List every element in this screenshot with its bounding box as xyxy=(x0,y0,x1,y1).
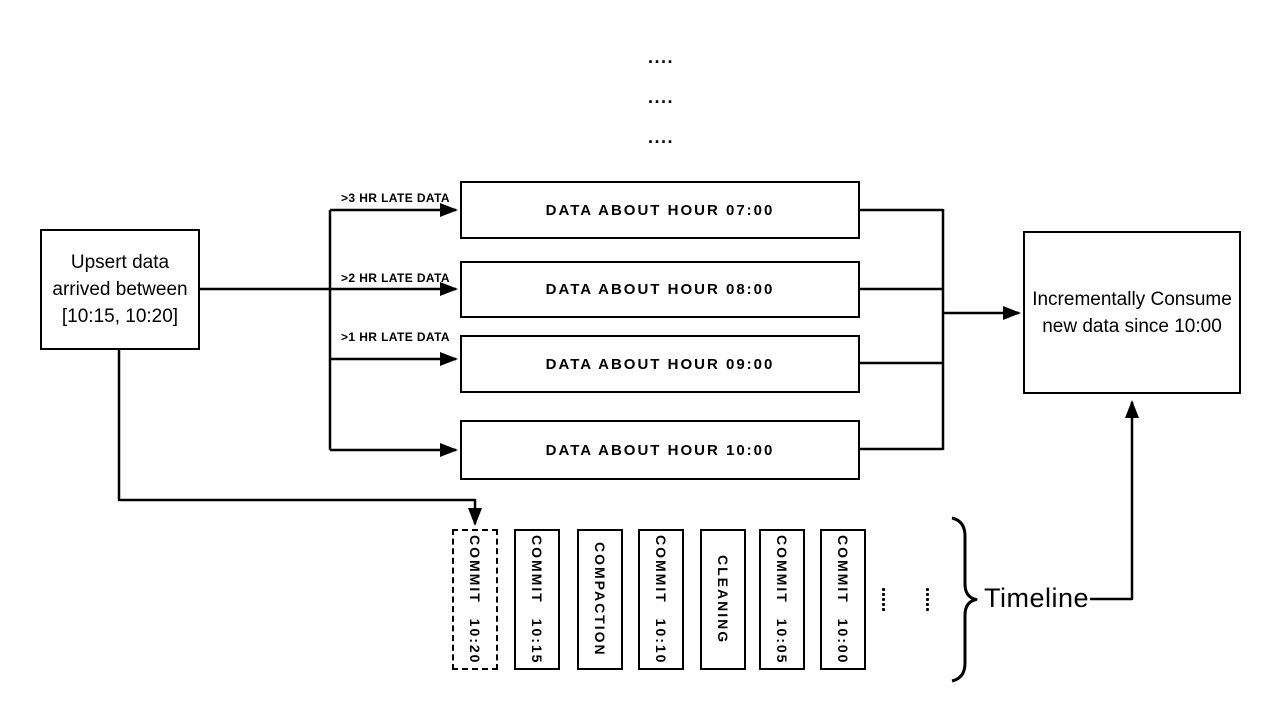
commit-box-1000: COMMIT 10:00 xyxy=(820,529,866,670)
commit-box-1015: COMMIT 10:15 xyxy=(514,529,560,670)
ellipsis-row: .... xyxy=(648,87,675,107)
commit-box-1020: COMMIT 10:20 xyxy=(452,529,498,670)
timeline-ellipsis-column xyxy=(926,588,929,611)
upsert-box-line: Upsert data xyxy=(70,252,170,273)
late-data-label-2hr: >2 HR LATE DATA xyxy=(341,271,451,285)
ellipsis-row: .... xyxy=(648,127,675,147)
hour-box-0800: DATA ABOUT HOUR 08:00 xyxy=(460,261,860,318)
upsert-box-line: [10:15, 10:20] xyxy=(61,306,179,327)
late-data-label-3hr: >3 HR LATE DATA xyxy=(341,191,451,205)
cleaning-box: CLEANING xyxy=(700,529,746,670)
timeline-label: Timeline xyxy=(984,583,1090,613)
cleaning-box-label: CLEANING xyxy=(715,554,731,645)
compaction-box-label: COMPACTION xyxy=(592,542,608,657)
compaction-box: COMPACTION xyxy=(577,529,623,670)
upsert-box-line: arrived between xyxy=(52,279,188,300)
commit-box-label: COMMIT 10:20 xyxy=(467,534,483,665)
commit-box-label: COMMIT 10:05 xyxy=(774,534,790,665)
hour-box-label: DATA ABOUT HOUR 09:00 xyxy=(545,355,775,373)
timeline-ellipsis-column xyxy=(882,588,885,611)
upsert-box-text: Upsert data arrived between [10:15, 10:2… xyxy=(52,249,187,330)
arrow-timeline-to-consume xyxy=(1090,400,1139,601)
late-data-label-1hr: >1 HR LATE DATA xyxy=(341,330,451,344)
commit-box-label: COMMIT 10:15 xyxy=(529,534,545,665)
arrow-upsert-to-commit xyxy=(117,350,482,526)
commit-box-label: COMMIT 10:10 xyxy=(653,534,669,665)
ellipsis-row: .... xyxy=(648,47,675,67)
hour-box-0900: DATA ABOUT HOUR 09:00 xyxy=(460,335,860,393)
timeline-brace xyxy=(951,516,978,683)
upsert-box: Upsert data arrived between [10:15, 10:2… xyxy=(40,229,200,350)
incremental-consume-line: new data since 10:00 xyxy=(1042,315,1222,337)
incremental-consume-box: Incrementally Consume new data since 10:… xyxy=(1023,231,1241,394)
commit-box-1005: COMMIT 10:05 xyxy=(759,529,805,670)
incremental-consume-text: Incrementally Consume new data since 10:… xyxy=(1032,286,1232,340)
hour-box-label: DATA ABOUT HOUR 07:00 xyxy=(545,201,775,219)
commit-box-label: COMMIT 10:00 xyxy=(835,534,851,665)
commit-box-1010: COMMIT 10:10 xyxy=(638,529,684,670)
hour-box-1000: DATA ABOUT HOUR 10:00 xyxy=(460,420,860,480)
incremental-consume-line: Incrementally Consume xyxy=(1032,288,1232,310)
hour-box-label: DATA ABOUT HOUR 10:00 xyxy=(545,441,775,459)
hour-box-label: DATA ABOUT HOUR 08:00 xyxy=(545,281,775,298)
hour-box-0700: DATA ABOUT HOUR 07:00 xyxy=(460,181,860,239)
